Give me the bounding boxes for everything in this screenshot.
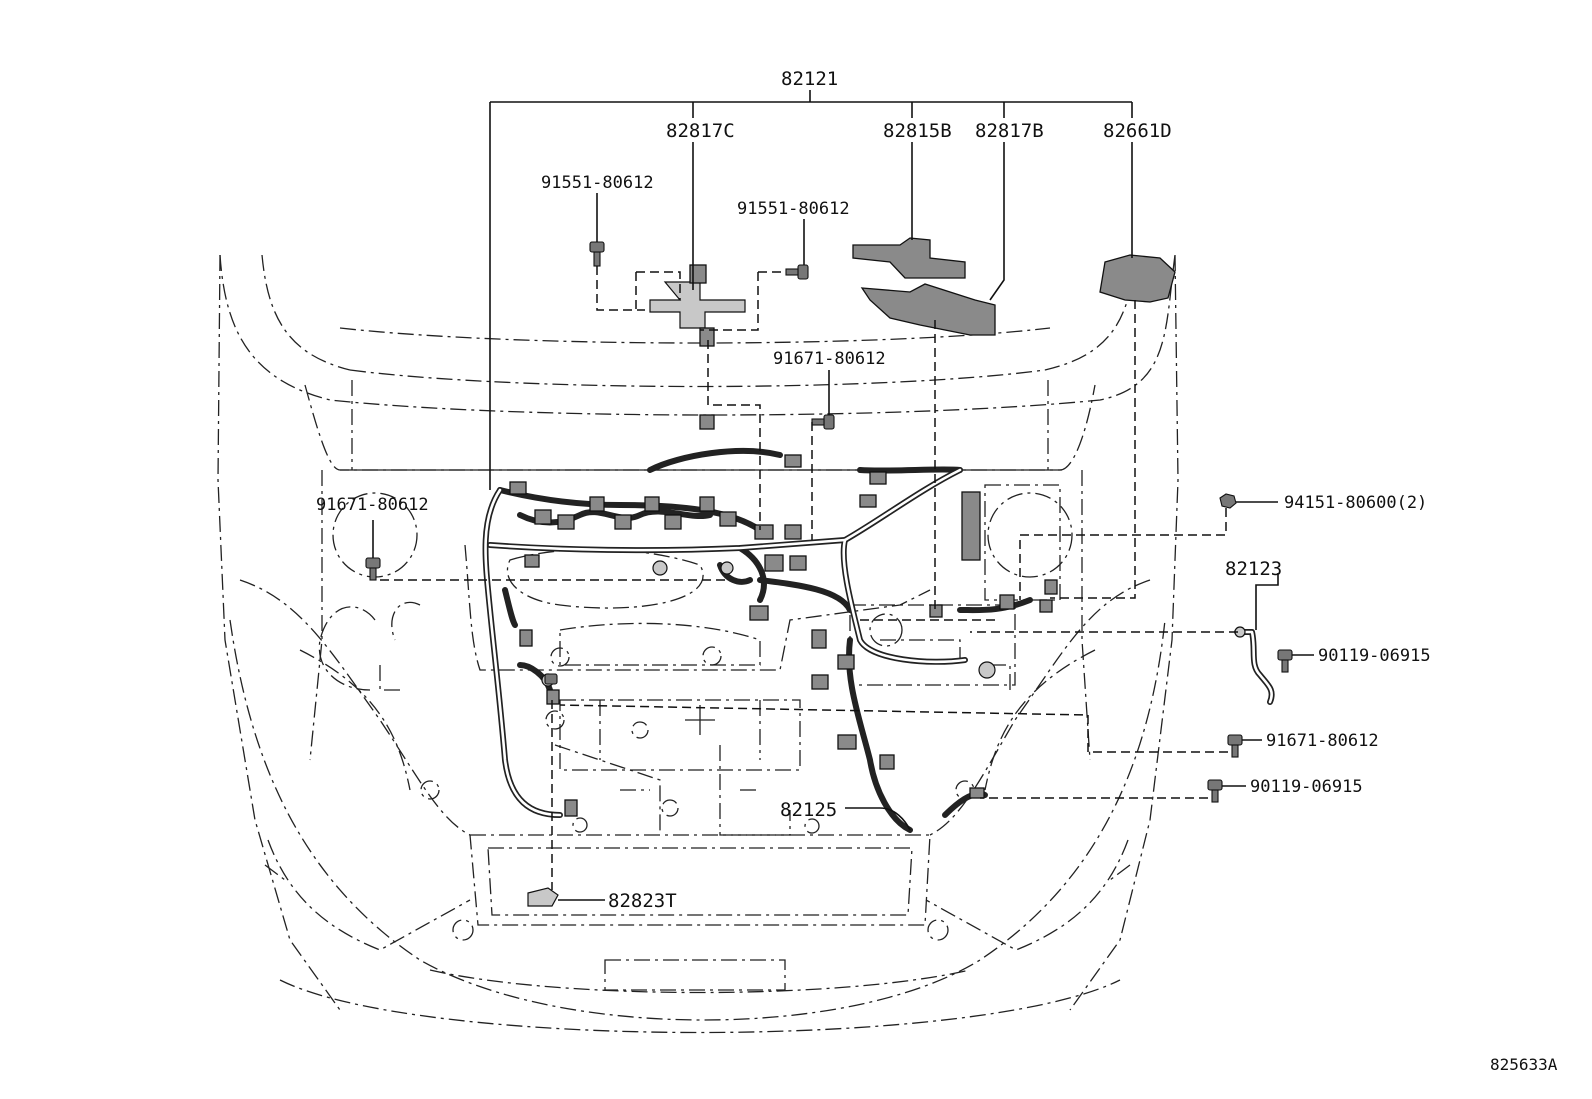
- dashed-guide-lines: [380, 266, 1238, 890]
- protector-82815b-part: [852, 237, 966, 279]
- label-82817c: 82817C: [666, 120, 735, 142]
- protector-82817b-part: [860, 283, 996, 336]
- label-82661d: 82661D: [1103, 120, 1172, 142]
- bolt-icon-91671-top: [811, 414, 835, 430]
- label-82125: 82125: [780, 799, 837, 821]
- bolt-icon-engine: [544, 673, 558, 685]
- bolt-icon-91551-left: [589, 241, 605, 267]
- protector-82817c-part: [649, 264, 746, 347]
- label-91671-top: 91671-80612: [773, 349, 886, 369]
- label-90119-lower: 90119-06915: [1250, 777, 1363, 797]
- cover-82823t-part: [527, 887, 559, 907]
- nut-icon-94151: [1219, 493, 1237, 509]
- bolt-icon-91671-left: [365, 557, 381, 581]
- label-82123: 82123: [1225, 558, 1282, 580]
- engine-wire-harness: [482, 414, 1058, 833]
- wire-82123-part: [1234, 626, 1275, 705]
- vehicle-body-outline: [217, 254, 1179, 1034]
- label-91671-left: 91671-80612: [316, 495, 429, 515]
- bolt-icon-90119-lower: [1207, 779, 1223, 803]
- label-90119-right: 90119-06915: [1318, 646, 1431, 666]
- label-91551-right: 91551-80612: [737, 199, 850, 219]
- label-82121: 82121: [781, 68, 838, 90]
- label-94151: 94151-80600(2): [1284, 493, 1427, 513]
- bolt-icon-91671-right: [1227, 734, 1243, 758]
- part-labels: 82121 82817C 82815B 82817B 82661D 91551-…: [316, 68, 1558, 1074]
- label-82823t: 82823T: [608, 890, 677, 912]
- engine-components: [318, 484, 1061, 836]
- leader-lines: [372, 90, 1314, 901]
- label-91551-left: 91551-80612: [541, 173, 654, 193]
- bolt-icon-91551-right: [785, 264, 809, 280]
- label-82817b: 82817B: [975, 120, 1044, 142]
- label-82815b: 82815B: [883, 120, 952, 142]
- diagram-reference-code: 825633A: [1490, 1055, 1558, 1074]
- clamp-82661d-part: [1099, 254, 1176, 303]
- bolt-icon-90119-right: [1277, 649, 1293, 673]
- label-91671-right: 91671-80612: [1266, 731, 1379, 751]
